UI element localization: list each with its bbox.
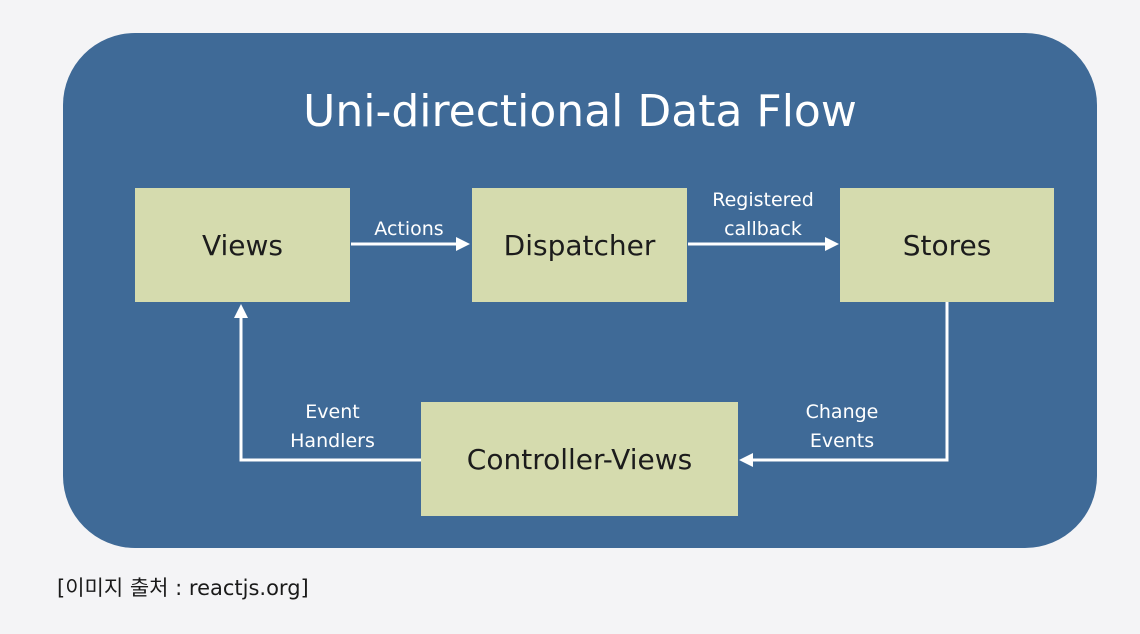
dispatcher-node: Dispatcher (472, 188, 687, 302)
event-handlers-label-line1: Event (305, 401, 360, 423)
image-source-caption: [이미지 출처 : reactjs.org] (57, 576, 309, 600)
registered-callback-label-line2: callback (724, 218, 802, 240)
stores-node: Stores (840, 188, 1054, 302)
event-handlers-label-line2: Handlers (290, 430, 375, 452)
change-events-label-line1: Change (805, 401, 879, 423)
event-handlers-label: Event Handlers (260, 398, 405, 456)
registered-callback-label-line1: Registered (712, 189, 814, 211)
views-node: Views (135, 188, 350, 302)
actions-label: Actions (374, 218, 444, 240)
diagram-title: Uni-directional Data Flow (303, 86, 857, 137)
controller-views-node: Controller-Views (421, 402, 738, 516)
change-events-label-line2: Events (809, 430, 875, 452)
change-events-label: Change Events (770, 398, 914, 456)
registered-callback-label: Registered callback (692, 186, 834, 244)
